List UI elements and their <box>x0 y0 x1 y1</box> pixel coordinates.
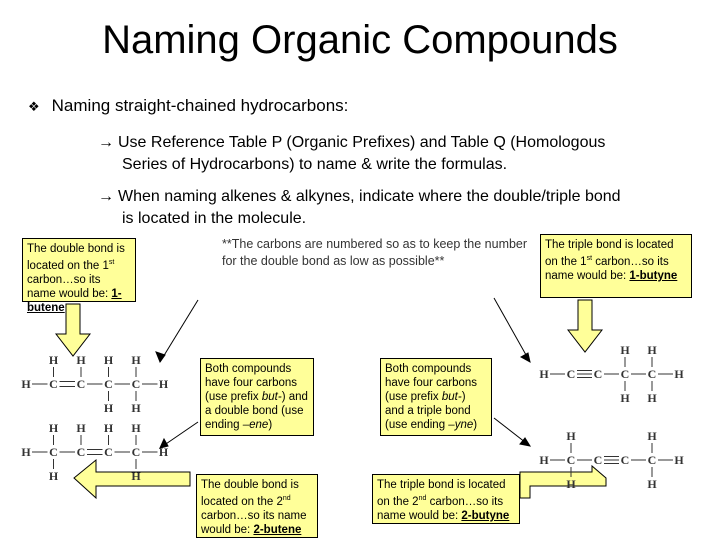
carbon-atom: C <box>567 367 576 381</box>
carbon-atom: C <box>648 453 657 467</box>
box-both-yne: Both compounds have four carbons (use pr… <box>380 358 492 436</box>
bullet-text: Naming straight-chained hydrocarbons: <box>51 96 349 115</box>
hydrogen-atom: H <box>566 477 576 491</box>
carbon-atom: C <box>49 445 58 459</box>
hydrogen-atom: H <box>104 353 114 367</box>
name-1-butene: 1-butene <box>27 287 122 314</box>
hydrogen-atom: H <box>131 469 141 483</box>
carbon-atom: C <box>132 377 141 391</box>
hydrogen-atom: H <box>76 421 86 435</box>
carbon-atom: C <box>594 367 603 381</box>
hydrogen-atom: H <box>620 343 630 357</box>
hydrogen-atom: H <box>21 445 31 459</box>
name-1-butyne: 1-butyne <box>629 269 678 282</box>
carbon-atom: C <box>594 453 603 467</box>
subpoint-2: →When naming alkenes & alkynes, indicate… <box>98 186 621 230</box>
box-2-butyne: The triple bond is located on the 2nd ca… <box>372 474 520 524</box>
bent-arrow-icon <box>73 458 191 500</box>
box-1-butene: The double bond is located on the 1st ca… <box>22 238 136 314</box>
subpoint-1-line1: Use Reference Table P (Organic Prefixes)… <box>118 134 606 151</box>
carbon-atom: C <box>104 377 113 391</box>
hydrogen-atom: H <box>647 343 657 357</box>
carbon-atom: C <box>621 367 630 381</box>
diamond-bullet-icon: ❖ <box>28 99 40 114</box>
hydrogen-atom: H <box>159 445 169 459</box>
carbon-atom: C <box>132 445 141 459</box>
right-arrow-icon: → <box>98 134 114 151</box>
hydrogen-atom: H <box>104 401 114 415</box>
hydrogen-atom: H <box>647 429 657 443</box>
hydrogen-atom: H <box>674 367 684 381</box>
hydrogen-atom: H <box>539 367 549 381</box>
numbering-note: **The carbons are numbered so as to keep… <box>222 237 528 268</box>
bent-arrow-icon <box>519 464 607 499</box>
hydrogen-atom: H <box>131 421 141 435</box>
hydrogen-atom: H <box>21 377 31 391</box>
down-arrow-icon <box>566 299 604 353</box>
hydrogen-atom: H <box>76 353 86 367</box>
hydrogen-atom: H <box>49 353 59 367</box>
hydrogen-atom: H <box>49 421 59 435</box>
box-both-ene: Both compounds have four carbons (use pr… <box>200 358 314 436</box>
carbon-atom: C <box>648 367 657 381</box>
down-arrow-icon <box>54 303 92 357</box>
carbon-atom: C <box>77 377 86 391</box>
box-2-butene: The double bond is located on the 2nd ca… <box>196 474 318 538</box>
hydrogen-atom: H <box>49 469 59 483</box>
hydrogen-atom: H <box>647 477 657 491</box>
box-1-butyne: The triple bond is located on the 1st ca… <box>540 234 692 298</box>
hydrogen-atom: H <box>104 421 114 435</box>
carbon-atom: C <box>77 445 86 459</box>
subpoint-2-line1: When naming alkenes & alkynes, indicate … <box>118 188 621 205</box>
name-2-butene: 2-butene <box>253 523 302 536</box>
carbon-atom: C <box>621 453 630 467</box>
hydrogen-atom: H <box>539 453 549 467</box>
hydrogen-atom: H <box>674 453 684 467</box>
hydrogen-atom: H <box>620 391 630 405</box>
bullet-row: ❖ Naming straight-chained hydrocarbons: <box>28 96 348 116</box>
right-arrow-icon: → <box>98 188 114 205</box>
hydrogen-atom: H <box>131 401 141 415</box>
carbon-atom: C <box>104 445 113 459</box>
subpoint-2-line2: is located in the molecule. <box>122 210 307 227</box>
hydrogen-atom: H <box>647 391 657 405</box>
hydrogen-atom: H <box>159 377 169 391</box>
subpoint-1-line2: Series of Hydrocarbons) to name & write … <box>122 156 508 173</box>
name-2-butyne: 2-butyne <box>461 509 510 522</box>
carbon-atom: C <box>49 377 58 391</box>
page-title: Naming Organic Compounds <box>102 18 618 62</box>
carbon-atom: C <box>567 453 576 467</box>
subpoint-1: →Use Reference Table P (Organic Prefixes… <box>98 132 605 176</box>
hydrogen-atom: H <box>566 429 576 443</box>
hydrogen-atom: H <box>131 353 141 367</box>
